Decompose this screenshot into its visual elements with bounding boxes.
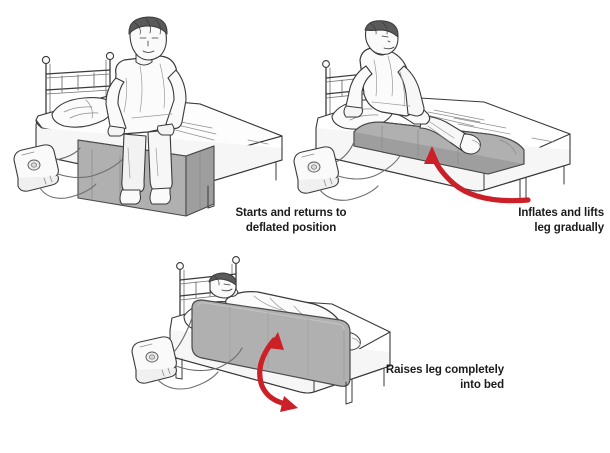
red-double-arrow — [257, 332, 298, 412]
pump-unit — [293, 146, 339, 194]
air-hoses — [157, 317, 243, 390]
pump-unit — [131, 336, 177, 384]
red-arrow — [424, 146, 531, 204]
inflatable-panel-partial — [353, 121, 525, 175]
pump-unit — [13, 144, 59, 192]
panel-step-3 — [118, 252, 408, 417]
panel-step-2 — [288, 20, 598, 207]
panel-step-1 — [0, 8, 300, 217]
caption-step-2: Inflates and lifts leg gradually — [518, 207, 604, 234]
seated-person — [105, 16, 187, 205]
air-hoses — [319, 141, 401, 201]
air-hoses — [39, 147, 125, 199]
reclining-person — [343, 20, 481, 155]
caption-step-3: Raises leg completely into bed — [385, 364, 504, 391]
caption-step-1: Starts and returns to deflated position — [235, 207, 347, 234]
